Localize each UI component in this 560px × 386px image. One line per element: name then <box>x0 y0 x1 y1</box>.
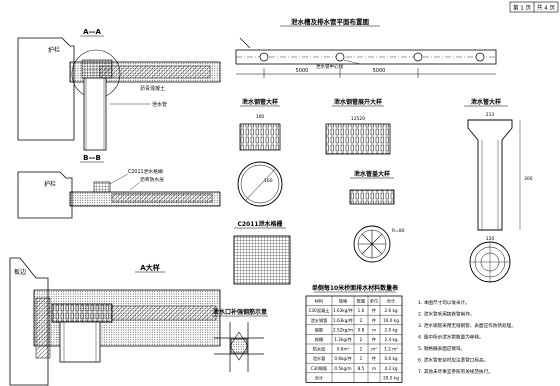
table-header-cell: 单位 <box>370 298 378 305</box>
page-number-box: 第 1 页 共 4 页 <box>509 1 559 13</box>
note-line: 7. 其他未尽事宜参照有关规范执行。 <box>418 368 493 375</box>
section-bb-title: B—B <box>83 154 101 162</box>
table-cell: 1.63kg/件 <box>333 307 353 314</box>
section-aa-title: A—A <box>83 28 101 36</box>
dim-5000-2: 5000 <box>373 68 386 74</box>
label-asphalt: 沥青混凝土 <box>140 85 165 92</box>
dim-120: 120 <box>486 236 495 242</box>
note-line: 5. 钢格栅表面应镀锌。 <box>418 345 465 352</box>
table-cell: 29.0 kg <box>383 375 399 380</box>
table-cell: 0.5kg/m <box>334 366 351 371</box>
label-slab-edge: 板边 <box>14 268 26 276</box>
dim-R: R=80 <box>392 228 405 234</box>
plan-view: 泄水槽及排水管平面布置图 5000 5000 泄水管中心线 <box>235 17 497 78</box>
table-cell: 0.6 kg <box>384 356 397 361</box>
page-total: 共 4 页 <box>537 4 555 12</box>
table-cell: 泄水钢管 <box>311 317 328 324</box>
detail-a-title: A大样 <box>140 263 159 272</box>
detail-a: A大样 板边 <box>9 257 221 386</box>
table-cell: 8.5 <box>358 366 365 371</box>
dim-12520: 12520 <box>351 116 365 122</box>
table-cell: 钢筋 <box>315 326 323 333</box>
inlet-rebar: 泄水口补强钢筋示意 <box>212 308 268 372</box>
cover-detail: 泄水管盖大样 R=80 <box>349 170 405 263</box>
table-cell: 4.2 kg <box>384 366 397 371</box>
label-drain-note: 泄水管中心线 <box>316 63 343 70</box>
table-cell: m <box>372 327 376 332</box>
table-cell: 格栅 <box>315 336 323 343</box>
note-line: 6. 泄水管安装时应注意管口标高。 <box>418 357 488 364</box>
label-waterproof: 沥青防水层 <box>140 176 164 183</box>
unfold-title: 泄水钢管展开大样 <box>334 98 382 106</box>
steel-pipe-unfold: 泄水钢管展开大样 12520 <box>325 98 391 155</box>
dim-160: 160 <box>264 178 273 184</box>
label-c2011: C2011泄水格栅 <box>128 168 163 175</box>
label-guardrail-2: 护栏 <box>44 180 56 188</box>
table-header-cell: 合计 <box>387 298 395 305</box>
table-header-cell: 规格 <box>339 298 348 305</box>
cover-title: 泄水管盖大样 <box>354 170 390 178</box>
dim-213: 213 <box>486 112 495 118</box>
table-cell: 件 <box>372 355 376 362</box>
steel-pipe-title: 泄水钢管大样 <box>242 98 278 106</box>
note-line: 3. 泄水钢管采用无缝钢管，表面应作防锈处理。 <box>418 322 516 329</box>
table-cell: 0.6kg/件 <box>334 355 351 362</box>
drain-pipe-title: 泄水管大样 <box>471 98 501 106</box>
table-cell: 件 <box>372 336 376 343</box>
note-line: 1. 本图尺寸均以毫米计。 <box>418 299 470 306</box>
table-cell: C30混凝土 <box>309 307 330 314</box>
table-cell: 2 <box>360 318 363 323</box>
note-line: 4. 图中所示泄水管数量为单侧。 <box>418 334 484 341</box>
table-cell: 泄水管 <box>313 355 326 362</box>
table-cell: 合计 <box>315 374 323 381</box>
grating-plan: C2011泄水格栅 <box>233 220 291 285</box>
table-cell: 1.63kg/件 <box>333 317 353 324</box>
page-number: 第 1 页 <box>513 4 531 12</box>
dim-100: 100 <box>256 114 265 120</box>
inlet-rebar-title: 泄水口补强钢筋示意 <box>213 308 267 316</box>
table-cell: 2.52kg/m <box>333 327 353 332</box>
table-cell: 件 <box>372 307 376 314</box>
table-header-cell: 数量 <box>357 298 365 305</box>
grating-title: C2011泄水格栅 <box>237 220 282 228</box>
notes-block: 1. 本图尺寸均以毫米计。 2. 泄水管采用铸铁管制作。 3. 泄水钢管采用无缝钢管… <box>418 299 516 375</box>
table-cell: m <box>372 366 376 371</box>
table-cell: 1.6 <box>358 308 365 313</box>
table-cell: 0.8 <box>358 327 365 332</box>
table-cell: 16.0 kg <box>383 318 399 323</box>
section-bb: B—B 护栏 C2011泄水格栅 沥青防水层 <box>17 154 221 219</box>
table-header-cell: 材料 <box>315 298 324 305</box>
table-cell: 0.6m² <box>337 347 350 352</box>
table-cell: C30钢筋 <box>311 365 328 372</box>
table-title: 单侧每10米桥面排水材料数量表 <box>312 284 399 292</box>
table-cell: 1.2 m² <box>384 347 398 352</box>
table-cell: 1.2kg/件 <box>334 336 351 343</box>
plan-title: 泄水槽及排水管平面布置图 <box>291 17 370 26</box>
table-cell: 1 <box>360 356 363 361</box>
table-cell: 2.6 kg <box>384 308 397 313</box>
table-cell: 防水层 <box>313 346 326 353</box>
section-aa: A—A 护栏 泄水管 沥青混凝土 <box>17 28 221 151</box>
table-cell: 2.0 kg <box>384 327 397 332</box>
table-cell: 2 <box>360 347 363 352</box>
drain-pipe-detail: 泄水管大样 213 300 120 <box>464 98 533 283</box>
table-cell: 2.4 kg <box>384 337 397 342</box>
steel-pipe-detail: 泄水钢管大样 100 160 <box>237 98 283 207</box>
table-cell: 2 <box>360 337 363 342</box>
label-drain-tube: 泄水管 <box>152 101 167 108</box>
label-guardrail-1: 护栏 <box>48 46 60 54</box>
dim-5000-1: 5000 <box>296 68 309 74</box>
note-line: 2. 泄水管采用铸铁管制作。 <box>418 311 474 318</box>
table-cell: m² <box>371 347 377 352</box>
dim-300: 300 <box>524 176 533 182</box>
table-cell: 件 <box>372 317 376 324</box>
